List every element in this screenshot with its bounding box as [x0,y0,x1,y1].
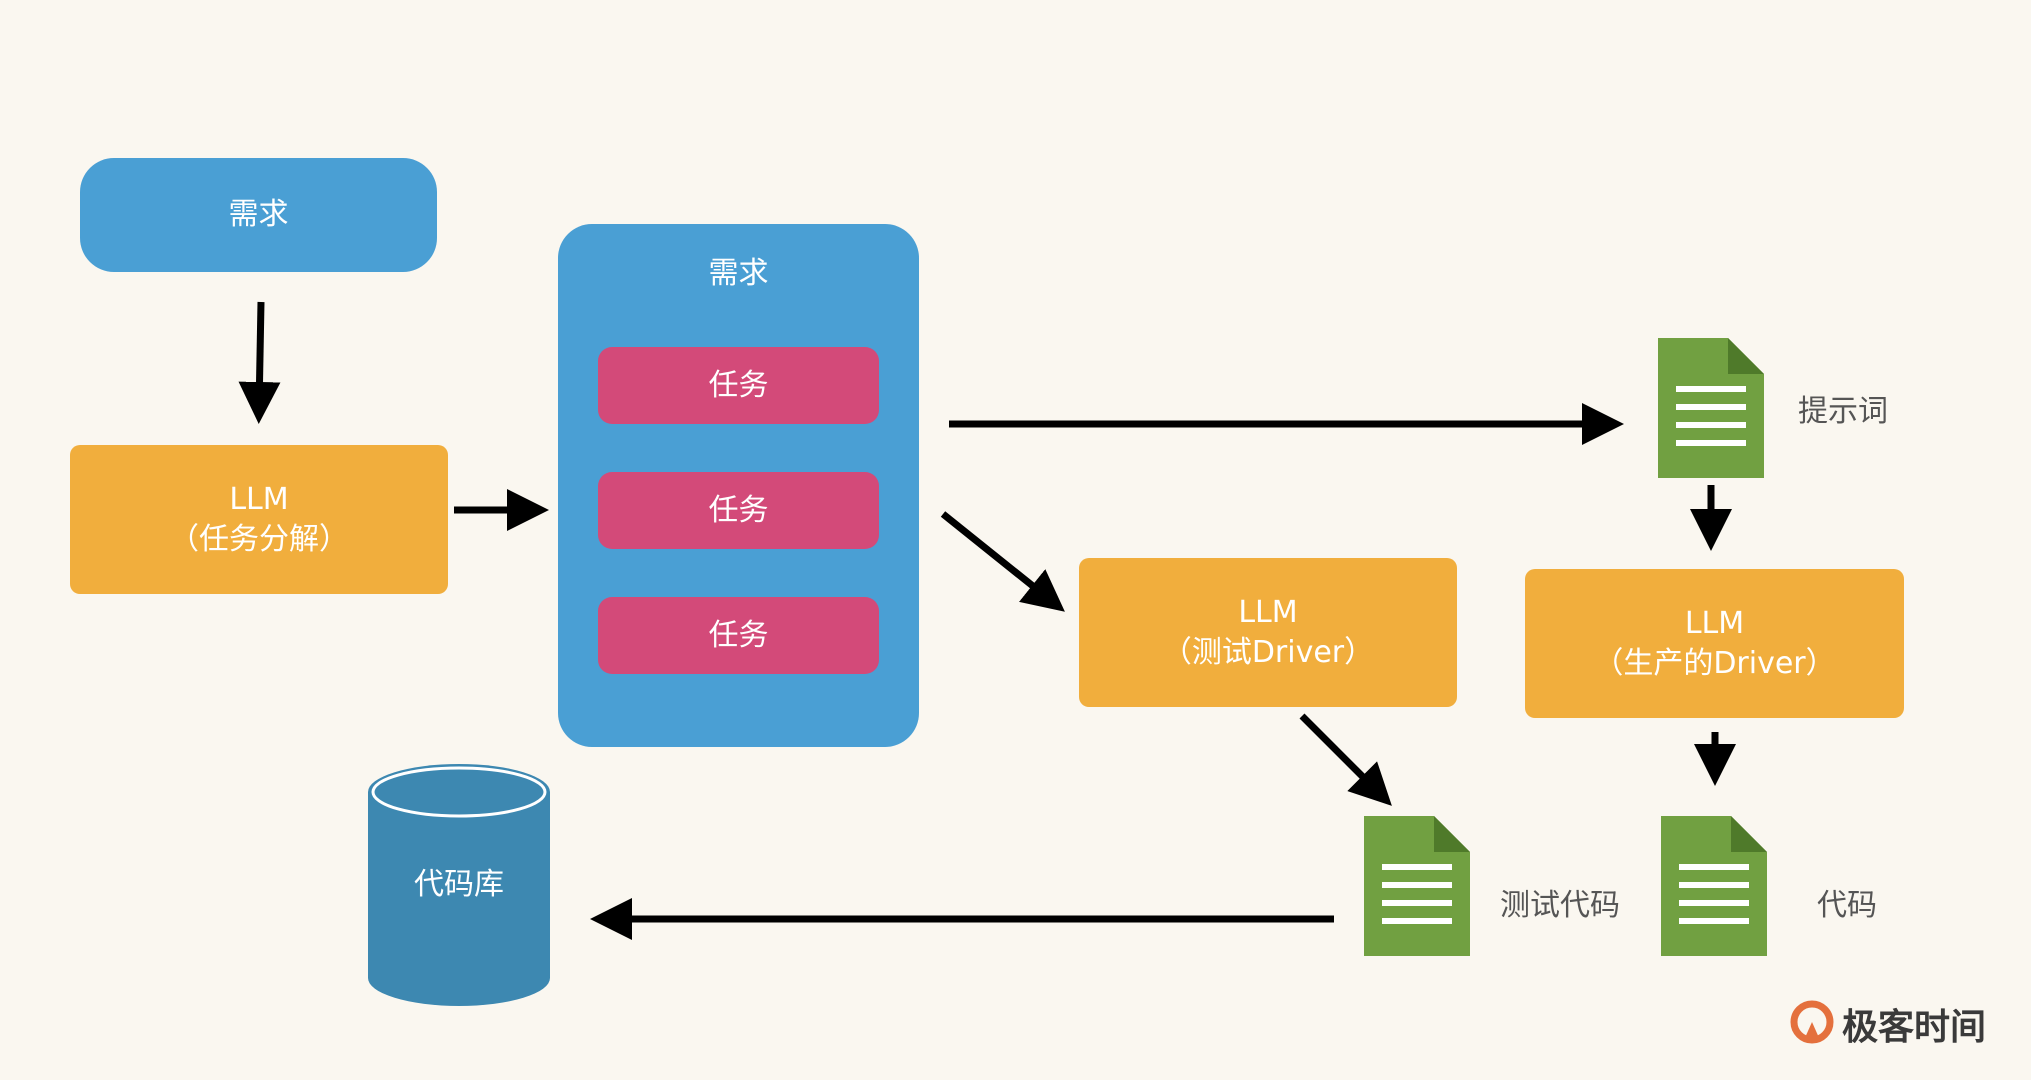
llm-prod-subtitle: （生产的Driver） [1593,645,1836,681]
brand-name: 极客时间 [1842,1007,1987,1048]
task-item: 任务 [598,472,879,549]
codebase-label-wrap: 代码库 [366,850,552,920]
task-label: 任务 [708,617,769,653]
task-item: 任务 [598,597,879,674]
prompt-label: 提示词 [1798,394,1888,429]
arrow [1299,713,1392,806]
brand-logo: 极客时间 [1790,998,1986,1050]
document-icon [1661,816,1767,956]
llm-decompose-title: LLM [229,481,289,517]
test-code-label: 测试代码 [1500,888,1620,923]
code-label: 代码 [1817,888,1877,923]
task-label: 任务 [708,492,769,528]
codebase-label: 代码库 [414,867,504,902]
document-icon [1658,338,1764,478]
llm-test-driver-node: LLM （测试Driver） [1079,558,1457,707]
llm-test-subtitle: （测试Driver） [1161,634,1375,670]
arrow [940,511,1065,612]
requirement-group-title: 需求 [708,256,769,291]
task-label: 任务 [708,367,769,403]
llm-decompose-node: LLM （任务分解） [70,445,448,594]
document-icon [1364,816,1470,956]
database-icon [368,764,550,1006]
task-item: 任务 [598,347,879,424]
llm-test-title: LLM [1238,594,1298,630]
requirement-node: 需求 [80,158,437,272]
llm-prod-title: LLM [1684,605,1745,641]
requirement-label: 需求 [228,197,289,232]
llm-decompose-subtitle: （任务分解） [169,521,349,557]
llm-production-driver-node: LLM （生产的Driver） [1525,569,1904,718]
arrow [238,301,281,424]
brand-icon [1790,1000,1834,1044]
